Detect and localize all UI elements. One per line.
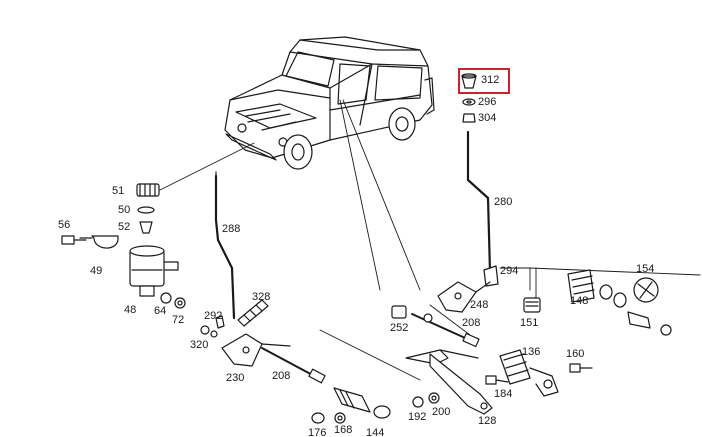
cylinder-136 bbox=[499, 349, 559, 397]
shift-linkage-lines bbox=[499, 267, 537, 299]
leader-lines bbox=[159, 99, 701, 381]
lever-230 bbox=[221, 333, 291, 367]
label-176: 176 bbox=[308, 427, 327, 437]
reservoir-cap-51 bbox=[136, 183, 160, 197]
label-52: 52 bbox=[118, 221, 131, 233]
label-50: 50 bbox=[118, 204, 131, 216]
bolt-160 bbox=[569, 363, 593, 373]
nut-192 bbox=[412, 396, 424, 408]
label-296: 296 bbox=[478, 96, 497, 108]
label-136: 136 bbox=[522, 346, 541, 358]
label-151: 151 bbox=[520, 317, 539, 329]
rod-280 bbox=[466, 130, 492, 274]
cylinder-144 bbox=[333, 387, 391, 419]
fitting-151 bbox=[523, 297, 541, 313]
washer-296 bbox=[462, 98, 476, 106]
label-200: 200 bbox=[432, 406, 451, 418]
label-128: 128 bbox=[478, 415, 497, 427]
bolt-56 bbox=[61, 235, 87, 245]
label-248: 248 bbox=[470, 299, 489, 311]
lever-128 bbox=[405, 349, 493, 415]
label-64: 64 bbox=[154, 305, 167, 317]
bracket-248 bbox=[437, 281, 491, 313]
reservoir-filter-52 bbox=[139, 221, 153, 234]
clip-294 bbox=[483, 265, 499, 287]
highlight-box-312 bbox=[458, 68, 510, 94]
rod-288 bbox=[214, 171, 236, 320]
washer-168 bbox=[334, 412, 346, 424]
ring-seal bbox=[599, 284, 627, 308]
nut-304 bbox=[462, 113, 476, 123]
bracket-49 bbox=[79, 235, 119, 249]
label-192: 192 bbox=[408, 411, 427, 423]
label-144: 144 bbox=[366, 427, 385, 437]
label-328: 328 bbox=[252, 291, 271, 303]
label-49: 49 bbox=[90, 265, 103, 277]
vehicle-illustration bbox=[224, 36, 435, 170]
label-148: 148 bbox=[570, 295, 589, 307]
boot-148 bbox=[567, 269, 595, 303]
label-72: 72 bbox=[172, 314, 185, 326]
nut-176 bbox=[311, 412, 325, 424]
label-208-left: 208 bbox=[272, 370, 291, 382]
clip-292 bbox=[215, 315, 225, 329]
reservoir-48 bbox=[129, 245, 179, 297]
washer-200 bbox=[428, 392, 440, 404]
repair-kit-154 bbox=[633, 277, 659, 303]
label-48: 48 bbox=[124, 304, 137, 316]
washer-72 bbox=[174, 297, 186, 309]
label-56: 56 bbox=[58, 219, 71, 231]
label-280: 280 bbox=[494, 196, 513, 208]
label-51: 51 bbox=[112, 185, 125, 197]
nut-64 bbox=[160, 292, 172, 304]
label-252: 252 bbox=[390, 322, 409, 334]
bushing-252 bbox=[391, 305, 407, 319]
boot-328 bbox=[237, 299, 269, 327]
washer-320 bbox=[200, 325, 218, 338]
pushrod-208-center bbox=[411, 313, 480, 348]
label-208-center: 208 bbox=[462, 317, 481, 329]
label-184: 184 bbox=[494, 388, 513, 400]
piston-assembly bbox=[627, 311, 672, 336]
label-294: 294 bbox=[500, 265, 519, 277]
bolt-184 bbox=[485, 375, 509, 385]
label-312: 312 bbox=[481, 74, 500, 86]
label-168: 168 bbox=[334, 424, 353, 436]
label-160: 160 bbox=[566, 348, 585, 360]
reservoir-washer-50 bbox=[137, 206, 155, 214]
label-292: 292 bbox=[204, 310, 223, 322]
label-288: 288 bbox=[222, 223, 241, 235]
label-304: 304 bbox=[478, 112, 497, 124]
cap-312 bbox=[461, 73, 477, 89]
label-230: 230 bbox=[226, 372, 245, 384]
label-320: 320 bbox=[190, 339, 209, 351]
label-154: 154 bbox=[636, 263, 655, 275]
pushrod-208-left bbox=[261, 347, 326, 384]
